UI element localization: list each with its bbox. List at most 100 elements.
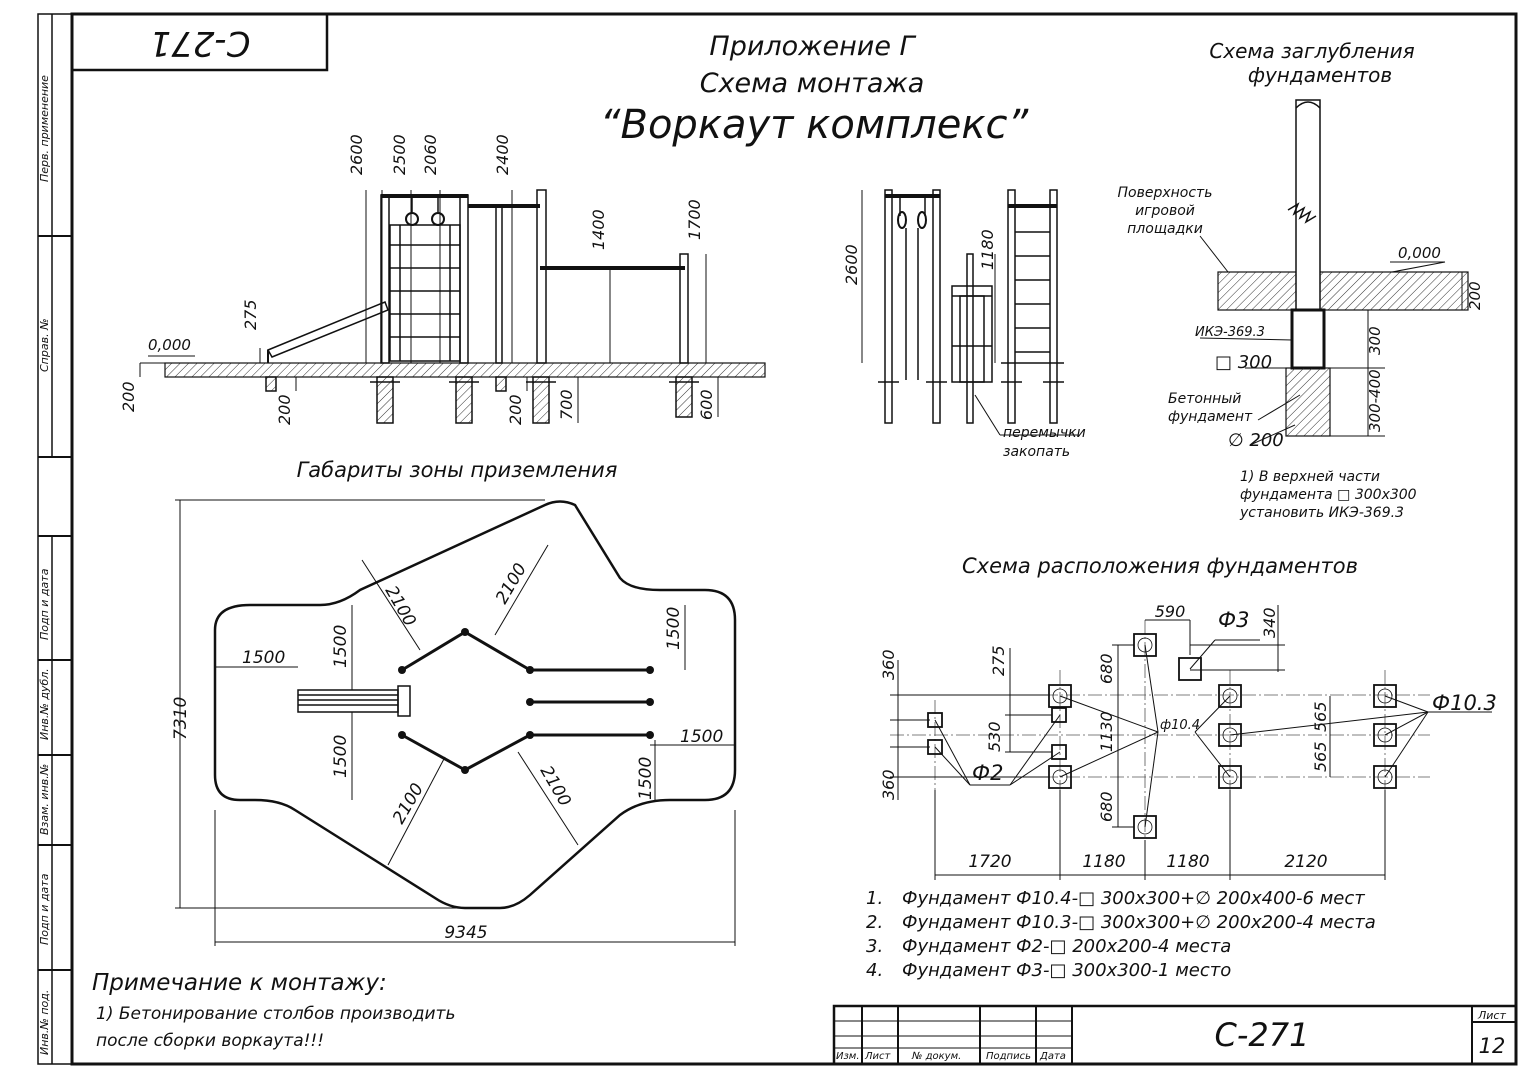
depth-concrete-line2: фундамент xyxy=(1168,409,1253,425)
fv-dim-275: 275 xyxy=(241,299,260,330)
depth-surface-line2: игровой xyxy=(1135,203,1195,219)
fv-dim-1700: 1700 xyxy=(685,199,704,240)
depth-concrete-line1: Бетонный xyxy=(1168,391,1241,407)
tb-sheet-label: Лист xyxy=(1477,1009,1506,1022)
sv-note-line2: закопать xyxy=(1003,444,1070,460)
foundation-legend: 1. Фундамент Ф10.4-□ 300х300+∅ 200х400-6… xyxy=(866,888,1376,981)
stamp-label-2: Справ. № xyxy=(38,318,51,372)
legend-num-1: 1. xyxy=(866,888,883,909)
sv-dim-2600: 2600 xyxy=(842,244,861,285)
fv-dim-2500: 2500 xyxy=(390,134,409,175)
fv-dim-2060: 2060 xyxy=(421,134,440,175)
notes-line2: после сборки воркаута!!! xyxy=(96,1031,324,1051)
layout-f103: Ф10.3 xyxy=(1432,691,1497,715)
fv-dim-200-right: 200 xyxy=(506,394,525,425)
layout-f3: Ф3 xyxy=(1218,608,1249,632)
tb-col-sign: Подпись xyxy=(986,1051,1031,1062)
depth-surface-line3: площадки xyxy=(1127,221,1203,237)
tb-col-list: Лист xyxy=(864,1051,892,1062)
tb-col-doc: № докум. xyxy=(911,1051,961,1062)
fv-dim-700: 700 xyxy=(557,389,576,420)
title-block: Изм. Лист № докум. Подпись Дата С-271 Ли… xyxy=(832,1004,1518,1066)
layout-f104: ф10.4 xyxy=(1160,718,1200,733)
landing-dim-1500-upper: 1500 xyxy=(331,625,351,668)
layout-dim-530: 530 xyxy=(985,721,1004,752)
landing-dim-1500-lower: 1500 xyxy=(331,735,351,778)
layout-dim-2120: 2120 xyxy=(1284,852,1327,872)
side-stamp: Перв. применение Справ. № Подп и дата Ин… xyxy=(38,14,72,1064)
depth-square: □ 300 xyxy=(1215,352,1272,373)
landing-dim-1500-right: 1500 xyxy=(680,727,723,747)
tb-sheet-number: 12 xyxy=(1479,1034,1506,1058)
depth-surface-line1: Поверхность xyxy=(1118,185,1213,201)
depth-note2: фундамента □ 300х300 xyxy=(1240,487,1417,503)
assembly-notes: Примечание к монтажу: 1) Бетонирование с… xyxy=(92,970,455,1051)
fv-level: 0,000 xyxy=(148,336,191,354)
title-line3: “Воркаут комплекс” xyxy=(600,102,1029,148)
side-view: 2600 1180 перемычки закопать xyxy=(842,189,1086,460)
landing-outline xyxy=(213,500,737,910)
depth-title-line2: фундаментов xyxy=(1248,63,1392,87)
stamp-label-1: Перв. применение xyxy=(38,75,51,182)
layout-dim-680-bottom: 680 xyxy=(1097,791,1116,822)
depth-level: 0,000 xyxy=(1398,244,1441,262)
depth-diameter: ∅ 200 xyxy=(1228,430,1284,451)
layout-dim-1720: 1720 xyxy=(968,852,1011,872)
landing-dim-2100-d: 2100 xyxy=(536,763,575,810)
legend-num-2: 2. xyxy=(866,912,883,933)
landing-title: Габариты зоны приземления xyxy=(297,458,618,482)
layout-dim-360-top: 360 xyxy=(879,649,898,680)
legend-num-3: 3. xyxy=(866,936,883,957)
code-top: С-271 xyxy=(150,23,251,63)
landing-dim-1500-right-top: 1500 xyxy=(664,607,684,650)
layout-dim-1180-b: 1180 xyxy=(1166,852,1209,872)
depth-dim-200: 200 xyxy=(1466,281,1484,310)
fv-dim-200-left: 200 xyxy=(119,381,138,412)
landing-dim-1500-left: 1500 xyxy=(242,648,285,668)
landing-zone: Габариты зоны приземления xyxy=(171,458,737,946)
landing-dim-1500-right-bottom: 1500 xyxy=(636,757,656,800)
landing-dim-9345: 9345 xyxy=(444,923,487,943)
title-line1: Приложение Г xyxy=(709,31,916,62)
legend-text-3: Фундамент Ф2-□ 200х200-4 места xyxy=(902,936,1231,957)
legend-text-4: Фундамент Ф3-□ 300х300-1 место xyxy=(902,960,1231,981)
notes-line1: 1) Бетонирование столбов производить xyxy=(96,1004,455,1024)
stamp-label-6: Подп и дата xyxy=(38,873,51,945)
layout-title: Схема расположения фундаментов xyxy=(962,554,1358,578)
layout-dim-340: 340 xyxy=(1260,607,1279,638)
stamp-label-5: Взам. инв.№ xyxy=(38,764,51,835)
tb-col-date: Дата xyxy=(1039,1051,1066,1062)
title-line2: Схема монтажа xyxy=(700,68,925,99)
layout-dim-360-bottom: 360 xyxy=(879,769,898,800)
fv-dim-2600: 2600 xyxy=(347,134,366,175)
layout-dim-1130: 1130 xyxy=(1097,711,1116,752)
layout-f2: Ф2 xyxy=(972,761,1003,785)
depth-note3: установить ИКЭ-369.3 xyxy=(1239,505,1404,521)
depth-dim-300: 300 xyxy=(1366,326,1384,355)
layout-dim-565-bottom: 565 xyxy=(1311,741,1330,772)
landing-dim-7310: 7310 xyxy=(171,697,191,740)
notes-heading: Примечание к монтажу: xyxy=(92,970,387,996)
layout-dim-590: 590 xyxy=(1155,602,1186,621)
legend-text-2: Фундамент Ф10.3-□ 300х300+∅ 200х200-4 ме… xyxy=(902,912,1376,933)
layout-dim-1180-a: 1180 xyxy=(1082,852,1125,872)
stamp-label-4: Инв.№ дубл. xyxy=(38,668,51,740)
fv-dim-200-mid: 200 xyxy=(275,394,294,425)
fv-dim-2400: 2400 xyxy=(493,134,512,175)
depth-scheme: Схема заглубления фундаментов Поверхност… xyxy=(1118,39,1484,521)
sv-note-line1: перемычки xyxy=(1003,425,1086,441)
front-view: 2600 2500 2060 2400 1400 1700 275 200 20… xyxy=(119,134,766,425)
legend-text-1: Фундамент Ф10.4-□ 300х300+∅ 200х400-6 ме… xyxy=(902,888,1365,909)
landing-dim-2100-a: 2100 xyxy=(381,583,420,630)
inner-frame xyxy=(70,12,1518,1066)
sv-dim-1180: 1180 xyxy=(978,229,997,270)
stamp-label-7: Инв.№ под. xyxy=(38,990,51,1055)
fv-dim-600: 600 xyxy=(697,389,716,420)
foundation-layout: Схема расположения фундаментов xyxy=(879,554,1497,880)
depth-dim-300-400: 300-400 xyxy=(1366,369,1384,432)
layout-dim-275: 275 xyxy=(989,645,1008,676)
depth-title-line1: Схема заглубления xyxy=(1209,39,1414,63)
depth-ike: ИКЭ-369.3 xyxy=(1195,325,1265,340)
tb-col-izm: Изм. xyxy=(836,1051,860,1062)
